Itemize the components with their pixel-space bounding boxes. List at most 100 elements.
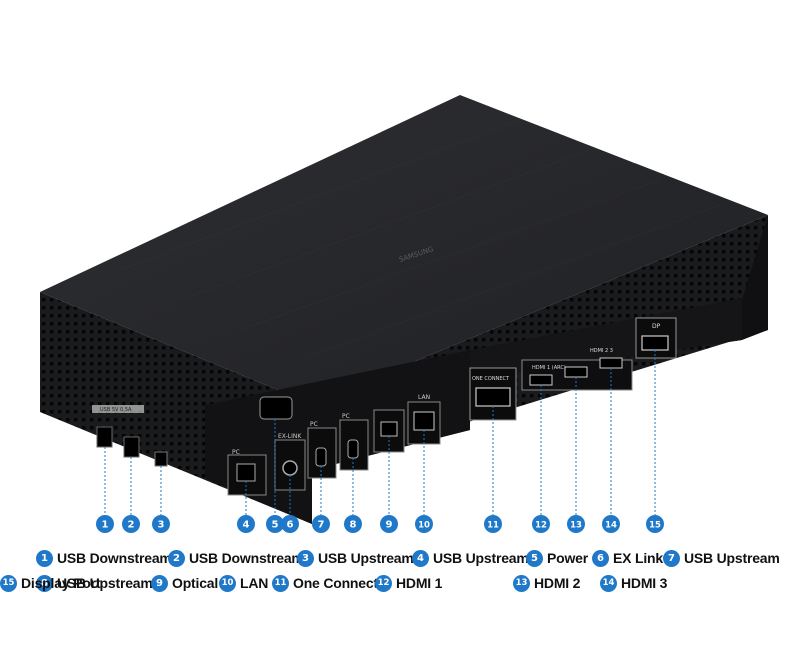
- callout-8: 8: [344, 515, 362, 533]
- oneconnect-port-11: [475, 387, 511, 407]
- callout-2: 2: [122, 515, 140, 533]
- legend-label: Optical: [172, 575, 219, 591]
- legend-badge: 12: [375, 574, 392, 592]
- usbc-port-8: [347, 439, 359, 459]
- callout-number: 13: [570, 521, 582, 531]
- usb-port-3: [154, 451, 168, 467]
- legend-label: Display Port: [21, 575, 101, 591]
- callout-9: 9: [380, 515, 398, 533]
- svg-text:ONE CONNECT: ONE CONNECT: [472, 376, 510, 382]
- callout-number: 5: [272, 520, 279, 531]
- usb-port-4: [236, 463, 256, 482]
- callout-number: 10: [418, 521, 430, 531]
- usbc-port-7: [315, 447, 327, 467]
- hdmi-port-13: [564, 366, 588, 378]
- legend-badge: 8: [36, 574, 53, 592]
- callout-number: 9: [386, 520, 393, 531]
- legend-label: USB Upstream: [684, 550, 780, 566]
- device-right-edge: [742, 215, 768, 340]
- svg-text:PC: PC: [310, 421, 318, 428]
- callout-number: 7: [318, 520, 325, 531]
- legend-label: LAN: [240, 575, 269, 591]
- legend-label: USB Downstream: [57, 550, 172, 566]
- legend-label: EX Link: [613, 550, 663, 566]
- callout-leaders: [104, 350, 656, 515]
- callout-1: 1: [96, 515, 114, 533]
- legend-label: USB Upstream: [433, 550, 529, 566]
- legend-badge: 7: [663, 549, 680, 567]
- legend-badge: 2: [168, 549, 185, 567]
- callout-14: 14: [602, 515, 620, 533]
- legend-badge: 11: [272, 574, 289, 592]
- legend-badge: 9: [151, 574, 168, 592]
- legend-badge: 1: [36, 549, 53, 567]
- legend-label: HDMI 1: [396, 575, 443, 591]
- power-port-5: [259, 396, 293, 420]
- legend-badge: 14: [600, 574, 617, 592]
- callout-15: 15: [646, 515, 664, 533]
- svg-text:HDMI 2 3: HDMI 2 3: [590, 348, 613, 354]
- optical-port-9: [380, 421, 398, 437]
- callout-6: 6: [281, 515, 299, 533]
- callout-number: 3: [158, 520, 165, 531]
- legend-label: USB Upstream: [318, 550, 414, 566]
- legend-badge: 10: [219, 574, 236, 592]
- legend-badge: 6: [592, 549, 609, 567]
- callout-number: 11: [487, 521, 499, 531]
- callout-13: 13: [567, 515, 585, 533]
- callout-4: 4: [237, 515, 255, 533]
- legend-badge: 4: [412, 549, 429, 567]
- usb-port-1: [96, 426, 113, 448]
- callout-10: 10: [415, 515, 433, 533]
- legend-badge: 15: [0, 574, 17, 592]
- hdmi-port-14: [599, 357, 623, 369]
- svg-text:USB 5V 0.5A: USB 5V 0.5A: [100, 407, 132, 413]
- callout-5: 5: [266, 515, 284, 533]
- callout-number: 8: [350, 520, 357, 531]
- legend-label: USB Upstream: [57, 575, 153, 591]
- svg-text:HDMI 1 (ARC): HDMI 1 (ARC): [532, 365, 566, 371]
- callout-number: 12: [535, 521, 547, 531]
- callout-7: 7: [312, 515, 330, 533]
- callout-11: 11: [484, 515, 502, 533]
- exlink-port-6: [282, 460, 298, 476]
- legend-badge: 5: [526, 549, 543, 567]
- svg-text:DP: DP: [652, 323, 661, 330]
- legend-badge: 13: [513, 574, 530, 592]
- legend-label: HDMI 3: [621, 575, 668, 591]
- device-top: [40, 95, 768, 404]
- brushed-texture: [119, 119, 721, 361]
- legend-badge: 3: [297, 549, 314, 567]
- legend-label: HDMI 2: [534, 575, 581, 591]
- hdmi-port-12: [529, 374, 553, 386]
- callout-number: 6: [287, 520, 294, 531]
- dp-port-15: [641, 335, 669, 351]
- usb-port-2: [123, 436, 140, 458]
- legend-label: Power: [547, 550, 589, 566]
- callout-number: 4: [243, 520, 250, 531]
- svg-text:PC: PC: [342, 413, 350, 420]
- callout-number: 14: [605, 521, 617, 531]
- svg-text:PC: PC: [232, 449, 240, 456]
- legend-label: USB Downstream: [189, 550, 304, 566]
- callout-number: 15: [649, 521, 661, 531]
- callout-12: 12: [532, 515, 550, 533]
- callout-number: 1: [102, 520, 109, 531]
